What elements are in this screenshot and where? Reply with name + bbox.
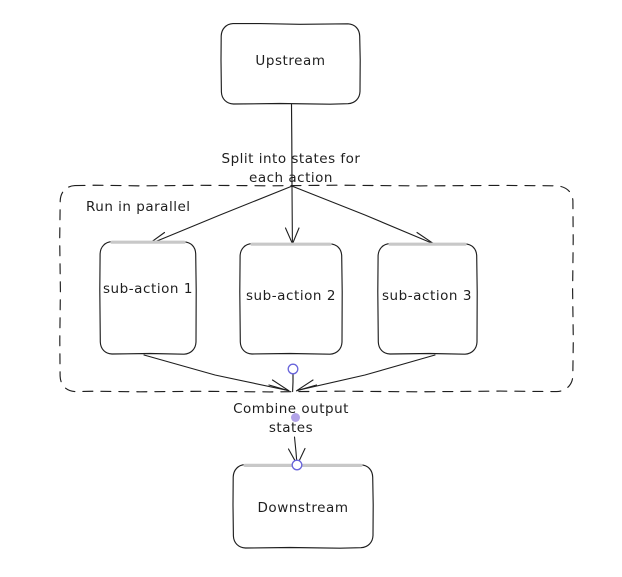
node-label-sub-action-2: sub-action 2	[245, 288, 337, 304]
sub-action-3-box-outline[interactable]	[377, 243, 478, 355]
connector-split-to-sub-action-1[interactable]	[146, 185, 292, 248]
node-label-sub-action-1: sub-action 1	[102, 281, 194, 297]
connector-upstream-to-split[interactable]	[290, 103, 293, 187]
downstream-box-outline[interactable]	[232, 464, 374, 549]
node-sub-action-1[interactable]	[99, 240, 197, 355]
node-upstream[interactable]	[220, 23, 361, 105]
node-sub-action-3[interactable]	[377, 242, 478, 355]
connector-split-to-sub-action-2[interactable]	[284, 185, 300, 245]
connector-split-to-sub-action-3[interactable]	[292, 185, 436, 248]
node-label-sub-action-3: sub-action 3	[381, 288, 473, 304]
node-downstream[interactable]	[232, 463, 374, 549]
frame-label-run-in-parallel: Run in parallel	[86, 199, 191, 215]
merge-anchor-icon[interactable]	[287, 363, 299, 375]
sub-action-2-box-outline[interactable]	[239, 243, 343, 355]
combine-binding-dot-icon[interactable]	[291, 413, 300, 422]
connector-sub-action-3-to-merge[interactable]	[295, 354, 436, 392]
edge-label-split-into-states: Split into states for each action	[221, 151, 361, 186]
edge-label-combine-output-states: Combine output states	[233, 401, 349, 436]
node-label-upstream: Upstream	[255, 53, 326, 69]
connector-sub-action-1-to-merge[interactable]	[143, 354, 290, 392]
upstream-box-outline[interactable]	[220, 23, 361, 105]
run-in-parallel-frame[interactable]	[59, 184, 574, 393]
node-label-downstream: Downstream	[257, 500, 349, 516]
downstream-anchor-icon[interactable]	[291, 459, 303, 471]
node-sub-action-2[interactable]	[239, 242, 343, 355]
sub-action-1-box-outline[interactable]	[99, 241, 197, 355]
